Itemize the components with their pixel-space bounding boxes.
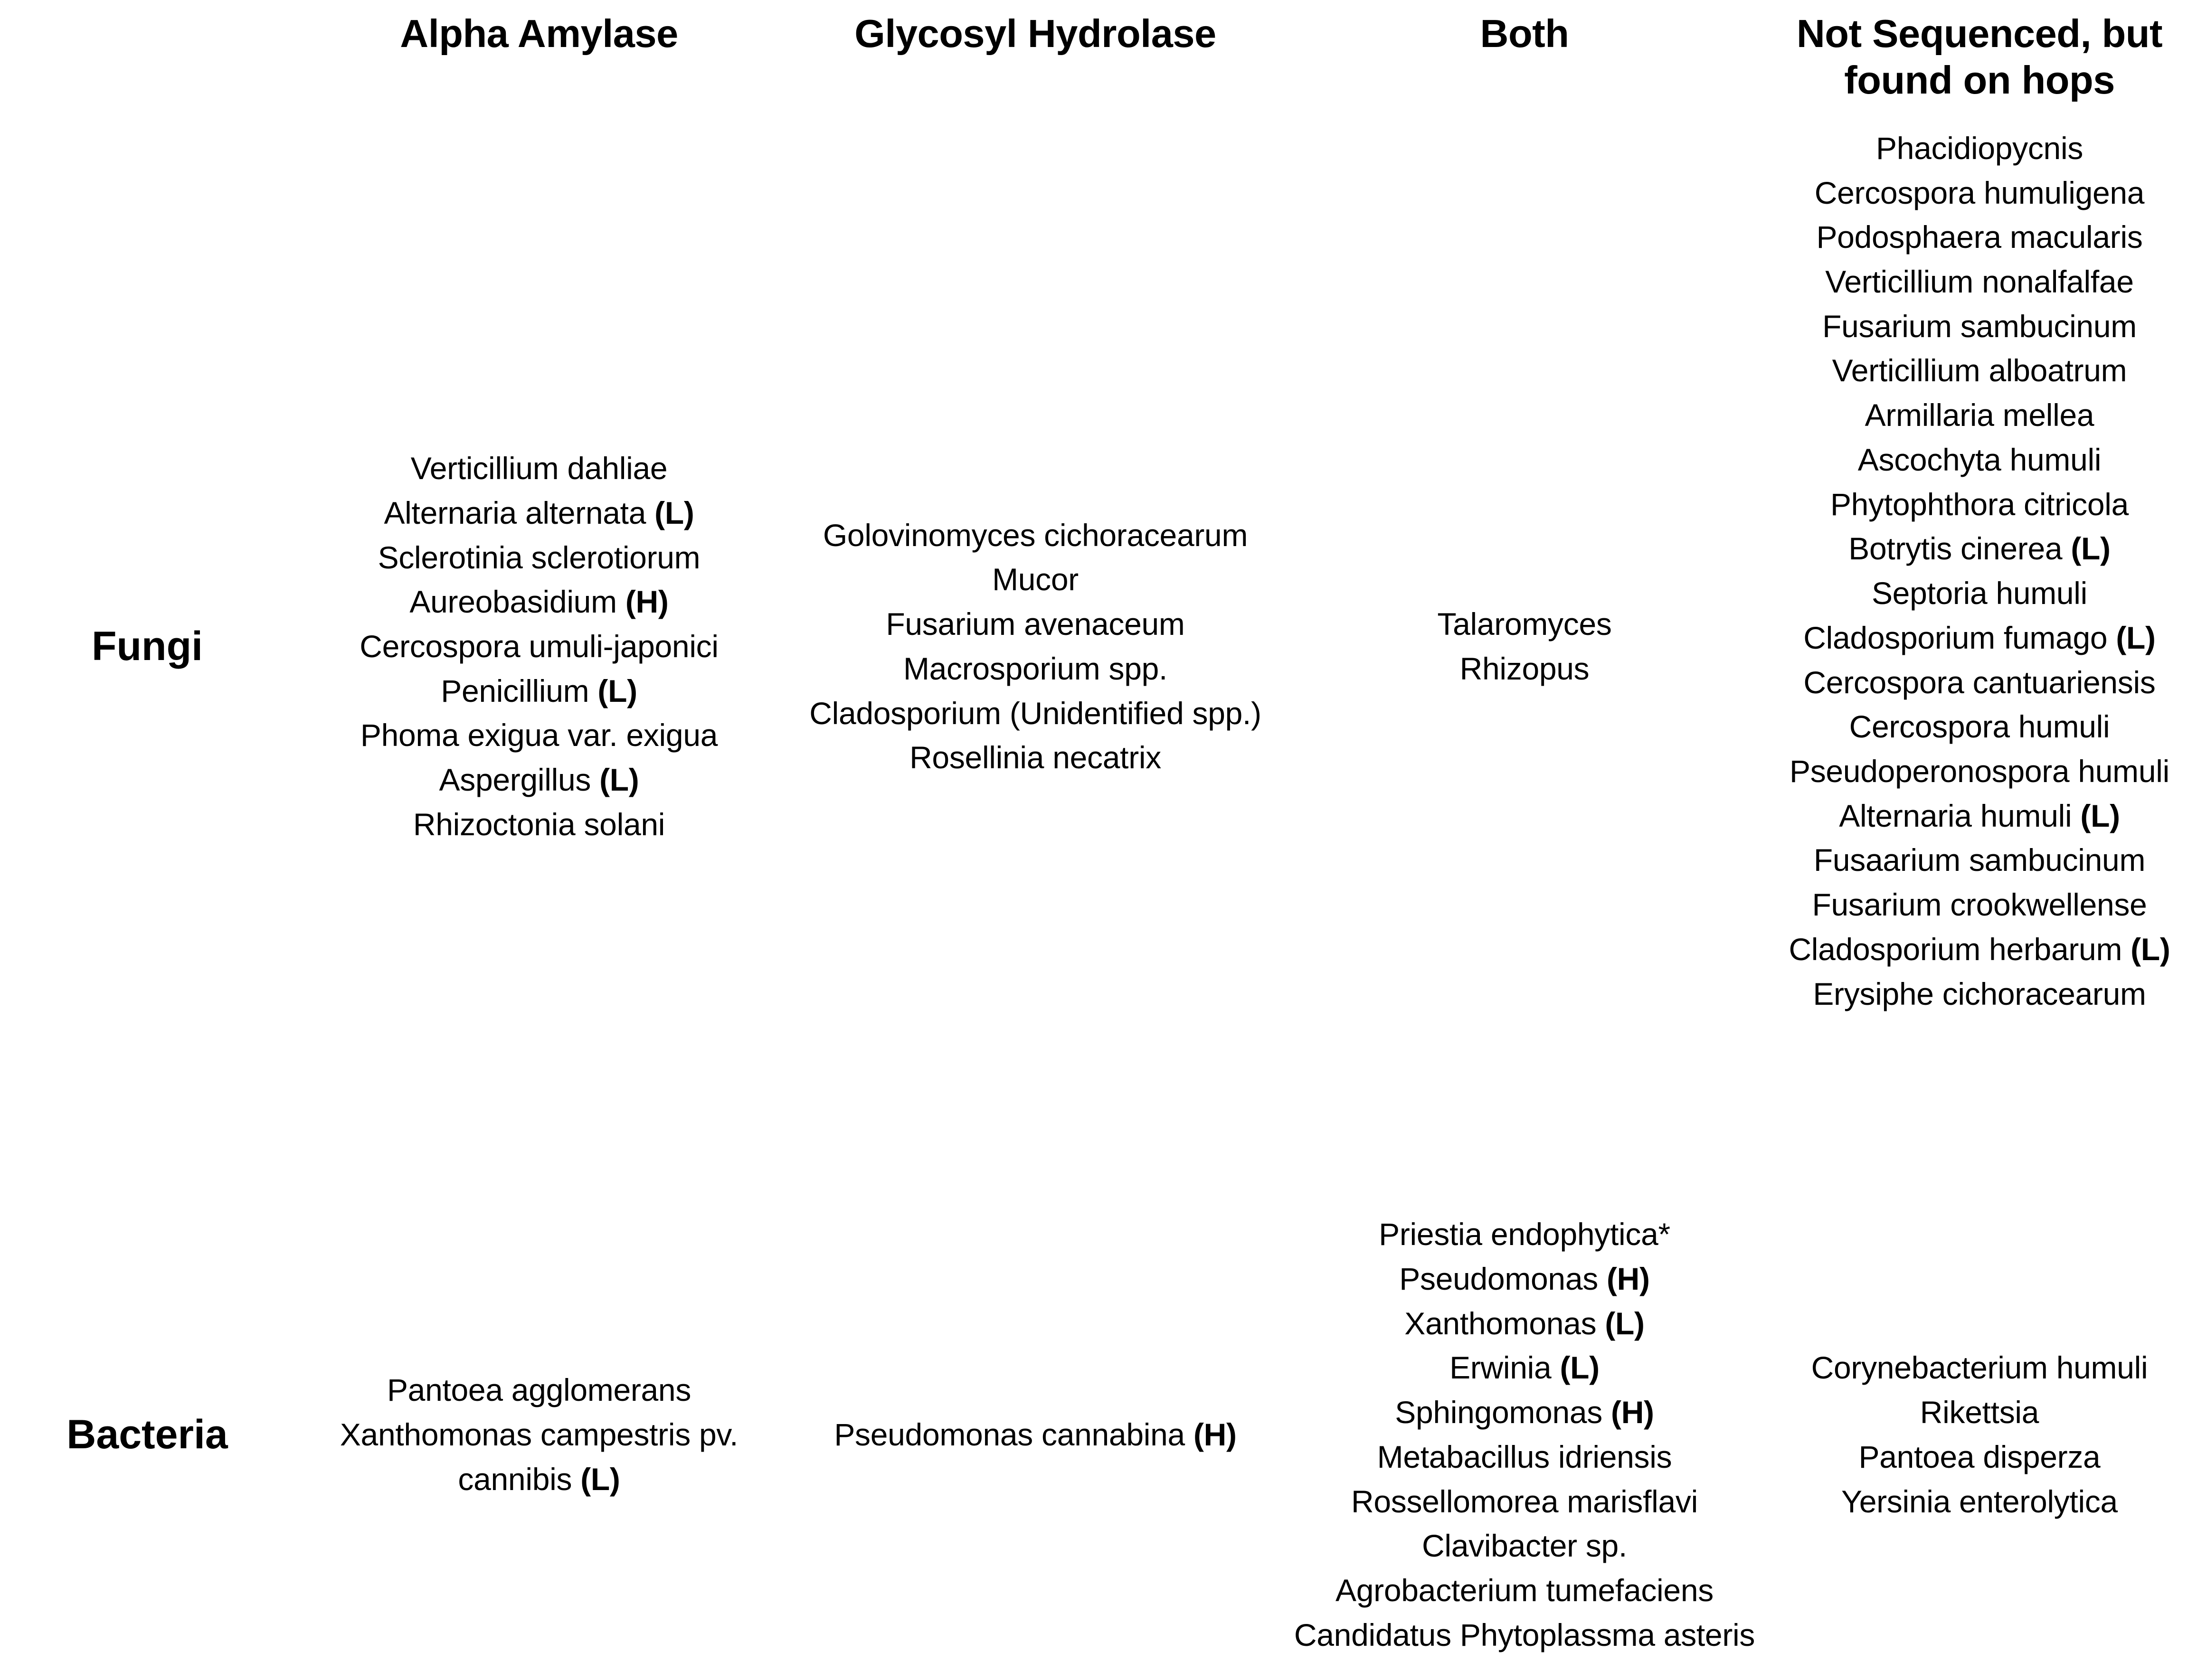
column-header-alpha-amylase: Alpha Amylase xyxy=(400,11,678,56)
species-entry: Alternaria humuli (L) xyxy=(1839,798,2120,833)
species-entry: Erysiphe cichoracearum xyxy=(1813,976,2146,1011)
species-entry: Talaromyces xyxy=(1437,606,1612,642)
species-entry: Penicillium (L) xyxy=(441,673,637,708)
species-entry: Phytophthora citricola xyxy=(1830,486,2129,522)
species-level-tag: (L) xyxy=(597,673,637,708)
species-entry: Pantoea disperza xyxy=(1858,1439,2101,1474)
header-row: Alpha Amylase Glycosyl Hydrolase Both No… xyxy=(0,0,2197,104)
species-entry: Clavibacter sp. xyxy=(1421,1528,1627,1564)
species-entry: Priestia endophytica* xyxy=(1379,1217,1670,1252)
species-level-tag: (H) xyxy=(1611,1395,1654,1430)
species-entry: Xanthomonas campestris pv. cannibis (L) xyxy=(340,1417,739,1497)
species-entry: Verticillium nonalfalfae xyxy=(1825,264,2134,300)
species-entry: Erwinia (L) xyxy=(1449,1350,1600,1386)
species-entry: Armillaria mellea xyxy=(1865,397,2094,433)
species-level-tag: (L) xyxy=(2116,620,2156,655)
species-entry: Ascochyta humuli xyxy=(1857,442,2102,477)
cell-bacteria-both: Priestia endophytica* Pseudomonas (H) Xant… xyxy=(1287,1190,1762,1680)
species-entry: Pseudomonas (H) xyxy=(1399,1261,1650,1296)
species-entry: Botrytis cinerea (L) xyxy=(1848,531,2111,566)
species-entry: Septoria humuli xyxy=(1871,576,2088,611)
species-entry: Pseudoperonospora humuli xyxy=(1789,753,2169,789)
species-entry: Alternaria alternata (L) xyxy=(384,495,694,530)
species-matrix-container: Alpha Amylase Glycosyl Hydrolase Both No… xyxy=(66,11,2170,1652)
species-entry: Fusarium avenaceum xyxy=(886,606,1185,642)
species-entry: Cladosporium (Unidentified spp.) xyxy=(809,695,1261,731)
species-entry: Xanthomonas (L) xyxy=(1404,1305,1645,1341)
species-entry: Macrosporium spp. xyxy=(903,651,1168,686)
species-list: Priestia endophytica* Pseudomonas (H) Xant… xyxy=(1290,1212,1759,1657)
species-entry: Phacidiopycnis xyxy=(1875,130,2083,166)
species-entry: Candidatus Phytoplassma asteris xyxy=(1294,1617,1755,1652)
species-entry: Sclerotinia sclerotiorum xyxy=(378,539,701,575)
column-header-both: Both xyxy=(1480,11,1569,56)
species-level-tag: (H) xyxy=(1193,1417,1237,1453)
species-entry: Yersinia enterolytica xyxy=(1841,1483,2118,1519)
cell-bacteria-glycosyl-hydrolase: Pseudomonas cannabina (H) xyxy=(784,1190,1287,1680)
species-entry: Verticillium dahliae xyxy=(410,451,668,486)
species-entry: Rossellomorea marisflavi xyxy=(1351,1483,1698,1519)
species-entry: Aspergillus (L) xyxy=(439,762,639,798)
species-level-tag: (L) xyxy=(1605,1305,1645,1341)
species-entry: Podosphaera macularis xyxy=(1816,219,2143,255)
species-entry: Metabacillus idriensis xyxy=(1377,1439,1672,1474)
species-entry: Cercospora cantuariensis xyxy=(1803,664,2156,700)
species-entry: Rosellinia necatrix xyxy=(909,740,1161,775)
row-label-bacteria: Bacteria xyxy=(66,1412,228,1458)
species-level-tag: (L) xyxy=(654,495,694,530)
species-level-tag: (H) xyxy=(1606,1261,1650,1296)
species-level-tag: (H) xyxy=(625,584,669,620)
species-entry: Pseudomonas cannabina (H) xyxy=(834,1417,1237,1453)
species-entry: Cercospora humuli xyxy=(1849,709,2110,745)
column-header-row-label xyxy=(0,0,294,104)
species-level-tag: (L) xyxy=(2080,798,2120,833)
species-entry: Cladosporium herbarum (L) xyxy=(1789,931,2170,967)
species-level-tag: (L) xyxy=(599,762,639,798)
column-header-not-sequenced: Not Sequenced, but found on hops xyxy=(1796,11,2163,102)
row-label-fungi: Fungi xyxy=(91,623,203,670)
species-entry: Agrobacterium tumefaciens xyxy=(1335,1573,1714,1608)
species-entry: Rhizoctonia solani xyxy=(413,806,665,842)
species-level-tag: (L) xyxy=(2131,931,2170,967)
species-entry: Rhizopus xyxy=(1459,651,1590,686)
species-entry: Rikettsia xyxy=(1920,1395,2039,1430)
species-list: Pseudomonas cannabina (H) xyxy=(786,1413,1284,1457)
table-header: Alpha Amylase Glycosyl Hydrolase Both No… xyxy=(0,0,2197,104)
species-entry: Verticillium alboatrum xyxy=(1832,353,2127,388)
species-entry: Golovinomyces cichoracearum xyxy=(823,517,1248,553)
species-level-tag: (L) xyxy=(1560,1350,1600,1386)
column-header-glycosyl-hydrolase: Glycosyl Hydrolase xyxy=(854,11,1216,56)
species-entry: Phoma exigua var. exigua xyxy=(360,717,718,753)
species-level-tag: (L) xyxy=(580,1461,620,1497)
species-entry: Mucor xyxy=(992,562,1079,597)
species-level-tag: (L) xyxy=(2071,531,2111,566)
species-entry: Cladosporium fumago (L) xyxy=(1803,620,2156,655)
species-entry: Cercospora umuli-japonici xyxy=(360,629,719,664)
species-entry: Corynebacterium humuli xyxy=(1811,1350,2148,1386)
species-entry: Fusaarium sambucinum xyxy=(1813,842,2146,878)
species-entry: Cercospora humuligena xyxy=(1814,175,2145,210)
species-entry: Fusarium sambucinum xyxy=(1822,308,2137,344)
species-entry: Sphingomonas (H) xyxy=(1395,1395,1654,1430)
species-entry: Fusarium crookwellense xyxy=(1812,887,2147,923)
species-entry: Pantoea agglomerans xyxy=(387,1372,691,1408)
species-entry: Aureobasidium (H) xyxy=(409,584,669,620)
